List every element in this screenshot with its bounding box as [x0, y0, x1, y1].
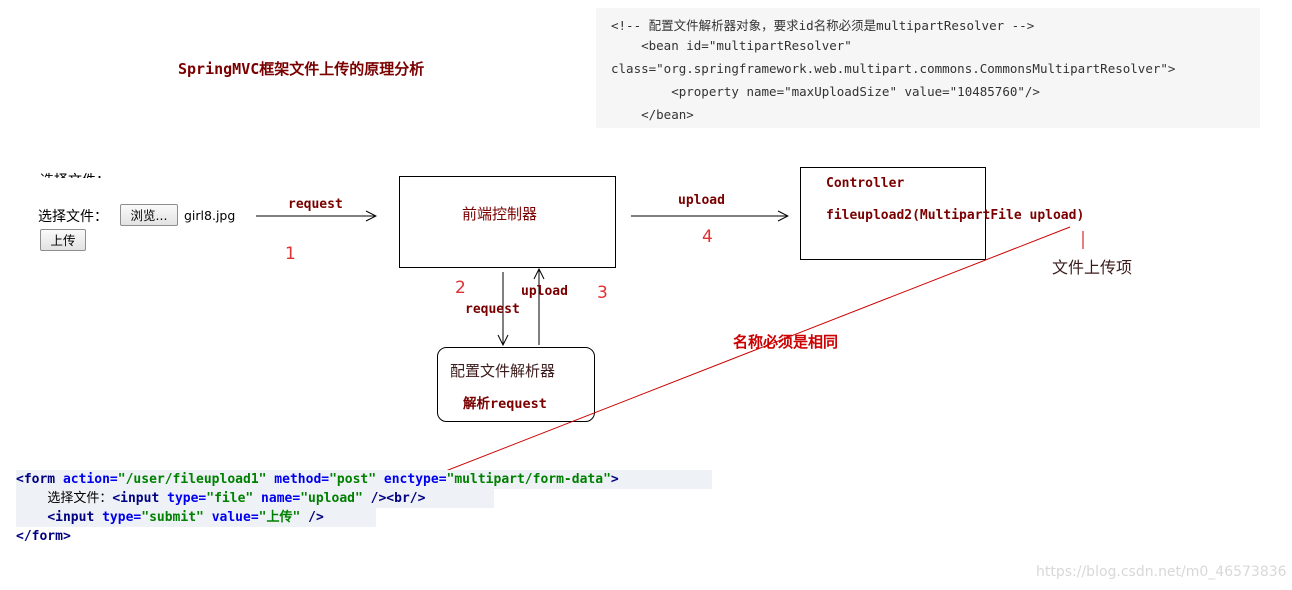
edge-4-label: upload [678, 193, 725, 208]
clipped-text-remnant: 选择文件： [40, 170, 110, 178]
form-code-line-1: <form action="/user/fileupload1" method=… [16, 470, 712, 489]
code-attr: value= [203, 510, 259, 525]
code-string: "/user/fileupload1" [117, 472, 267, 487]
code-attr: action= [62, 472, 118, 487]
edge-3-step: 3 [597, 283, 608, 303]
code-tag: <input [112, 491, 168, 506]
code-tag: > [610, 472, 619, 487]
config-code-line: class="org.springframework.web.multipart… [611, 61, 1176, 76]
code-tag: /><br/> [362, 491, 426, 506]
code-string: "file" [206, 491, 254, 506]
upload-submit-button[interactable]: 上传 [40, 229, 86, 251]
controller-node [800, 167, 986, 260]
config-code-line: <bean id="multipartResolver" [611, 38, 852, 53]
code-attr: method= [266, 472, 330, 487]
config-code-line: <!-- 配置文件解析器对象，要求id名称必须是multipartResolve… [611, 18, 1035, 33]
edge-2-step: 2 [455, 278, 466, 298]
controller-method: fileupload2(MultipartFile upload) [826, 208, 1085, 223]
code-string: "post" [329, 472, 377, 487]
front-controller-node [399, 176, 616, 268]
name-match-connector [396, 226, 1071, 491]
same-name-annotation: 名称必须是相同 [733, 333, 839, 351]
code-indent [16, 491, 47, 506]
edge-1-label: request [288, 197, 343, 212]
code-tag: <input [47, 510, 103, 525]
config-code-line: </bean> [611, 107, 694, 122]
file-select-label: 选择文件： [38, 209, 108, 225]
code-string: "upload" [300, 491, 363, 506]
code-tag: <form [16, 472, 63, 487]
code-tag: </form> [16, 529, 71, 544]
code-attr: type= [167, 491, 207, 506]
code-string: "multipart/form-data" [446, 472, 611, 487]
form-code-line-3: <input type="submit" value="上传" /> [16, 508, 376, 527]
front-controller-label: 前端控制器 [462, 205, 538, 223]
edge-2-label: request [465, 302, 520, 317]
controller-title: Controller [826, 176, 905, 191]
form-code-line-2: 选择文件：<input type="file" name="upload" />… [16, 489, 494, 508]
page-title: SpringMVC框架文件上传的原理分析 [178, 60, 425, 78]
edge-1-step: 1 [285, 244, 296, 264]
config-code-line: <property name="maxUploadSize" value="10… [611, 84, 1040, 99]
resolver-label: 配置文件解析器 [450, 362, 556, 380]
form-code-line-4: </form> [16, 527, 71, 546]
code-attr: name= [253, 491, 301, 506]
code-tag: /> [300, 510, 324, 525]
watermark: https://blog.csdn.net/m0_46573836 [1036, 564, 1287, 580]
resolver-sublabel: 解析request [463, 396, 547, 412]
browse-button[interactable]: 浏览... [120, 204, 178, 226]
file-item-annotation: 文件上传项 [1052, 258, 1133, 277]
selected-file-name: girl8.jpg [184, 208, 236, 223]
code-string: "上传" [258, 510, 301, 525]
code-string: "submit" [141, 510, 204, 525]
edge-4-step: 4 [702, 227, 713, 247]
code-attr: enctype= [376, 472, 447, 487]
code-indent [16, 510, 47, 525]
resolver-node [437, 347, 595, 422]
code-text: 选择文件： [47, 491, 113, 506]
edge-3-label: upload [521, 284, 568, 299]
code-attr: type= [102, 510, 142, 525]
config-code-panel: <!-- 配置文件解析器对象，要求id名称必须是multipartResolve… [596, 8, 1260, 128]
